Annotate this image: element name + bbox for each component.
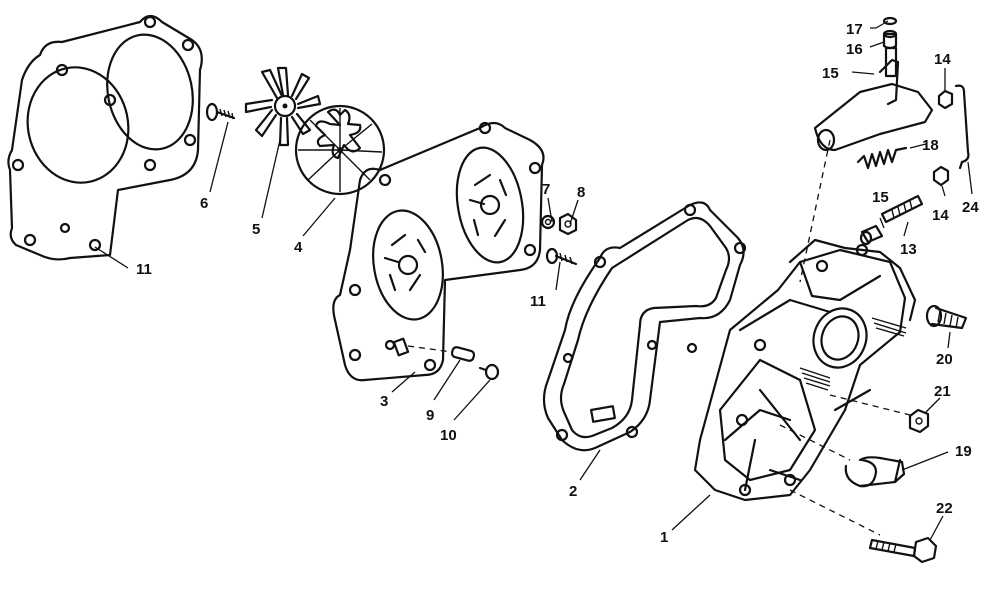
callout-9: 9: [426, 407, 434, 424]
screw-6: [205, 102, 236, 122]
bolt-23: [868, 536, 938, 564]
manifold-body-1: [693, 238, 917, 502]
callout-23: 22: [936, 500, 953, 517]
bushing-17: [882, 29, 898, 50]
gasket-12: [7, 14, 203, 261]
reed-plate-3: [332, 121, 545, 382]
spacer-14: [859, 224, 884, 246]
nut-15-upper: [937, 89, 954, 110]
callout-24: 24: [962, 199, 979, 216]
gasket-2: [542, 201, 747, 452]
callout-2: 2: [569, 483, 577, 500]
callout-18: 17: [846, 21, 863, 38]
nut-22: [908, 408, 930, 434]
callout-14: 15: [872, 189, 889, 206]
callout-13: 13: [900, 241, 917, 258]
nut-8: [558, 212, 578, 236]
screw-11: [545, 247, 578, 266]
pin-9: [450, 346, 476, 362]
callout-8: 8: [577, 184, 585, 201]
lockwasher-7: [540, 214, 556, 230]
callout-11: 11: [530, 293, 546, 310]
callout-20: 19: [955, 443, 972, 460]
callout-5: 5: [252, 221, 260, 238]
callout-3: 3: [380, 393, 388, 410]
reed-stop-4: [294, 104, 386, 196]
callout-1: 1: [660, 529, 668, 546]
callout-16: 15: [822, 65, 839, 82]
callout-17: 16: [846, 41, 863, 58]
callout-12: 11: [136, 261, 152, 278]
callout-10: 10: [440, 427, 457, 444]
washer-18: [882, 16, 898, 26]
screw-10: [478, 363, 500, 381]
callout-21: 20: [936, 351, 953, 368]
lever-arm-16: [813, 46, 934, 152]
callout-4: 4: [294, 239, 303, 256]
callout-15-upper: 14: [934, 51, 951, 68]
nut-15-lower: [932, 165, 950, 187]
link-rod-24: [954, 84, 970, 170]
callout-22: 21: [934, 383, 951, 400]
callout-7: 7: [542, 181, 550, 198]
clamp-20: [844, 456, 906, 488]
callout-19: 18: [922, 137, 939, 154]
spring-19: [856, 146, 908, 170]
stud-13: [880, 194, 924, 224]
reed-valve-5: [244, 66, 322, 147]
callout-15-lower: 14: [932, 207, 949, 224]
bolt-21: [925, 304, 968, 330]
callout-6: 6: [200, 195, 208, 212]
